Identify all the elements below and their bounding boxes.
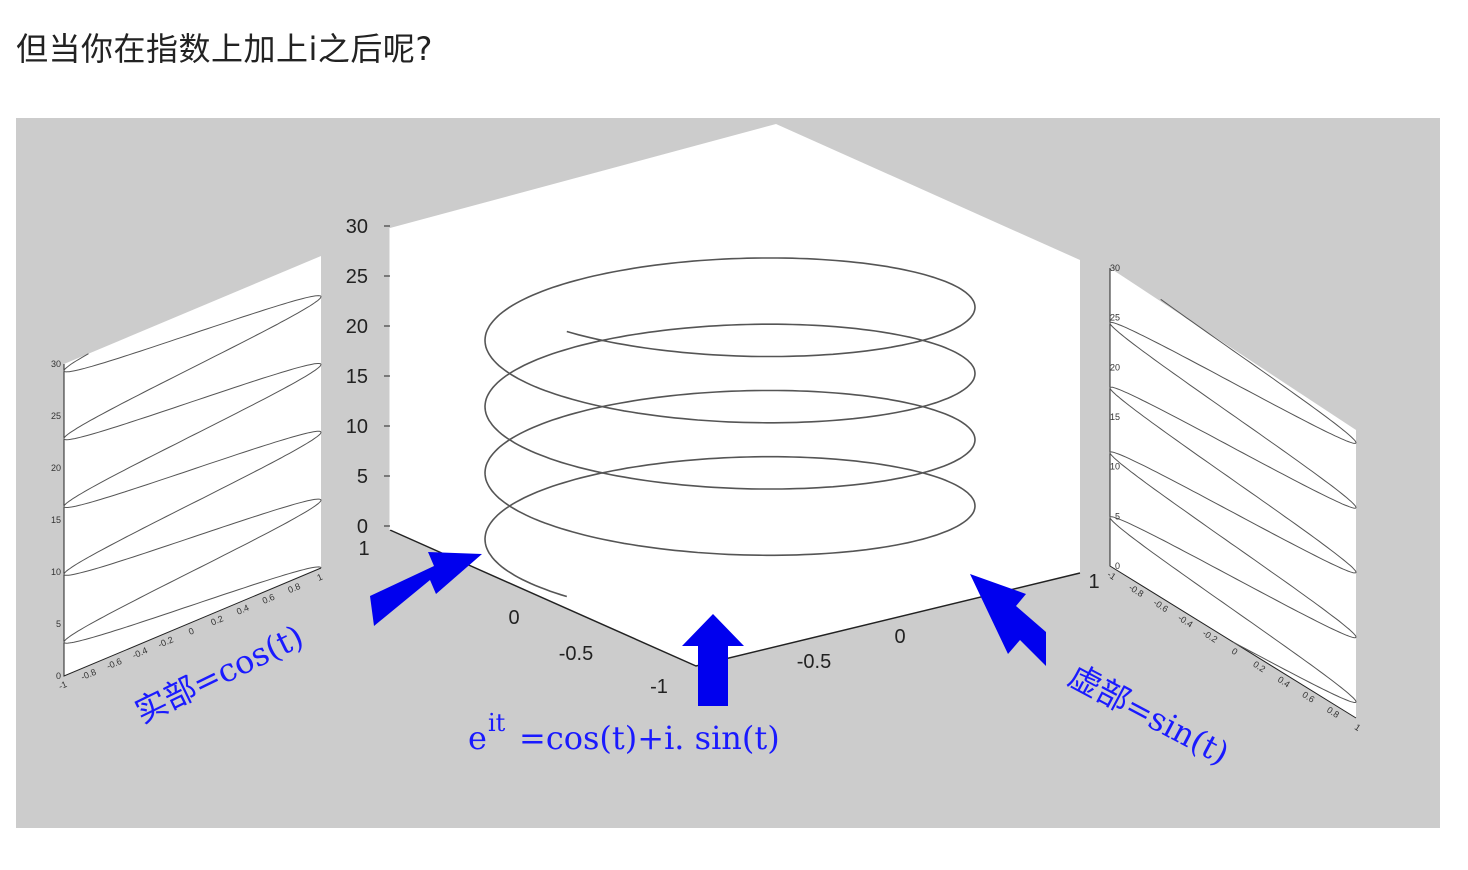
- panel-x-tick-label: 0.2: [209, 613, 224, 627]
- z-tick-label: 15: [346, 366, 368, 388]
- arrow-left-icon: [370, 552, 482, 626]
- arrow-center-icon: [682, 614, 744, 706]
- y-tick-label: -0.5: [797, 651, 831, 673]
- panel-y-tick-label: 0: [56, 671, 61, 681]
- x-tick-label: -0.5: [559, 643, 593, 665]
- panel-x-tick-label: 1: [316, 572, 325, 583]
- main-plot-xy-ticks: 1 0 -0.5 -1 1 0 -0.5: [358, 538, 1099, 698]
- panel-x-tick-label: 0.8: [286, 581, 301, 595]
- main-plot-z-axis-ticks: 30 25 20 15 10 5 0: [346, 216, 390, 538]
- right-plot-sin-curves: [1109, 298, 1357, 703]
- panel-x-tick-label: 1: [1353, 722, 1363, 733]
- panel-y-tick-label: 30: [51, 359, 61, 369]
- page-heading: 但当你在指数上加上i之后呢?: [16, 30, 433, 68]
- right-plot-axes: [1109, 268, 1357, 719]
- panel-x-tick-label: -1: [57, 679, 68, 691]
- panel-x-tick-label: 0: [1230, 646, 1240, 657]
- main-plot-floor-edges: [389, 529, 1081, 667]
- z-tick-label: 5: [357, 466, 368, 488]
- arrow-right-icon: [970, 574, 1046, 666]
- z-tick-label: 25: [346, 266, 368, 288]
- left-plot-panel: [64, 256, 321, 676]
- x-tick-label: 0: [508, 607, 519, 629]
- panel-y-tick-label: 30: [1110, 263, 1120, 273]
- panel-y-tick-label: 10: [1110, 462, 1120, 472]
- panel-x-tick-label: 0.6: [261, 592, 276, 606]
- panel-y-tick-label: 20: [1110, 362, 1120, 372]
- projection-curve: [1109, 298, 1357, 703]
- panel-y-tick-label: 25: [1110, 313, 1120, 323]
- euler-base: e: [468, 719, 487, 757]
- panel-y-tick-label: 15: [51, 515, 61, 525]
- y-tick-label: 0: [894, 626, 905, 648]
- z-tick-label: 20: [346, 316, 368, 338]
- panel-x-tick-label: 0: [187, 626, 196, 637]
- z-tick-label: 30: [346, 216, 368, 238]
- x-tick-label: 1: [358, 538, 369, 560]
- helix-curve: [484, 257, 976, 598]
- panel-y-tick-label: 5: [56, 619, 61, 629]
- panel-y-tick-label: 20: [51, 463, 61, 473]
- panel-y-tick-label: 0: [1115, 561, 1120, 571]
- right-plot-panel: [1110, 268, 1356, 718]
- z-tick-label: 10: [346, 416, 368, 438]
- panel-x-tick-label: 0.4: [235, 603, 250, 617]
- x-tick-label: -1: [650, 676, 668, 698]
- euler-formula: e it =cos(t)+i. sin(t): [468, 709, 780, 757]
- panel-y-tick-label: 25: [51, 411, 61, 421]
- left-plot-cos-curves: [63, 295, 322, 644]
- left-plot-axes: [63, 364, 322, 677]
- panel-y-tick-label: 15: [1110, 412, 1120, 422]
- z-tick-label: 0: [357, 516, 368, 538]
- euler-rhs: =cos(t)+i. sin(t): [519, 719, 780, 757]
- main-plot-walls: [390, 124, 1080, 666]
- y-tick-label: 1: [1088, 571, 1099, 593]
- panel-y-tick-label: 10: [51, 567, 61, 577]
- euler-exponent: it: [488, 709, 506, 737]
- projection-curve: [63, 295, 322, 644]
- panel-y-tick-label: 5: [1115, 511, 1120, 521]
